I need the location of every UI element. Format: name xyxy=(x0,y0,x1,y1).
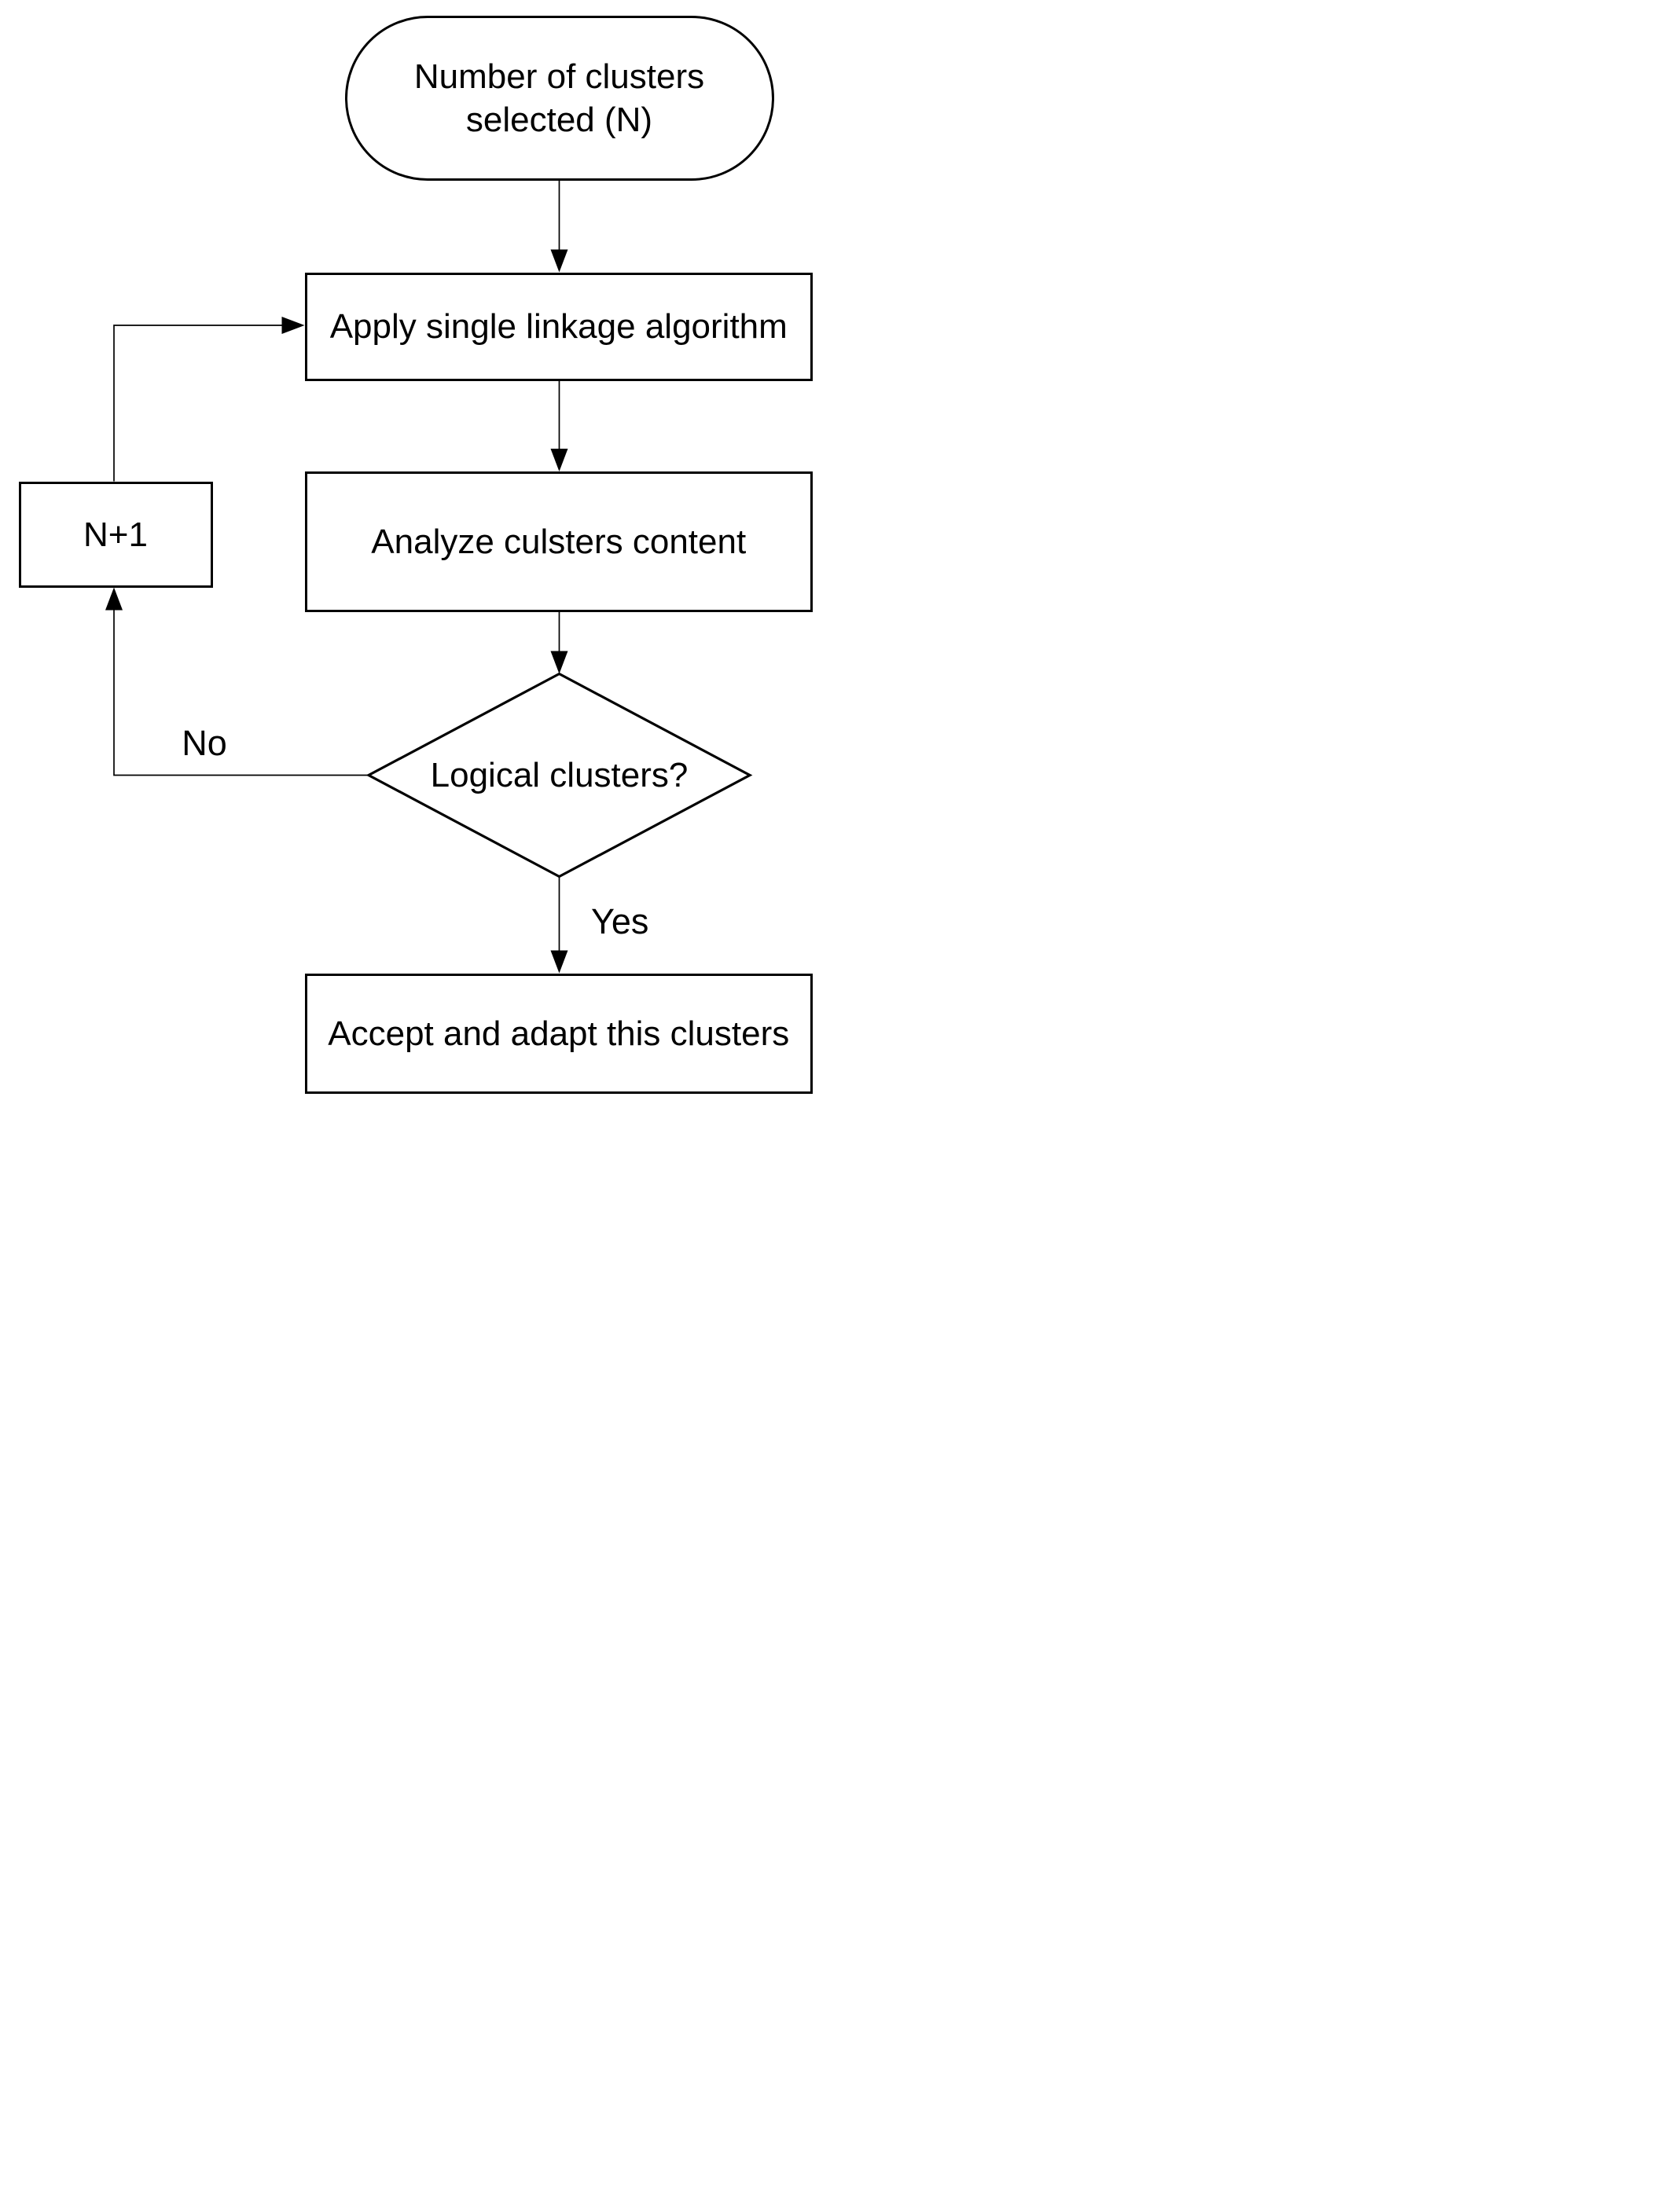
node-decision-label: Logical clusters? xyxy=(430,755,689,794)
node-accept-label: Accept and adapt this clusters xyxy=(328,1014,790,1053)
node-apply-single-linkage: Apply single linkage algorithm xyxy=(304,272,813,381)
edge-start-to-apply xyxy=(550,181,568,273)
arrowhead-down-icon xyxy=(550,449,568,471)
arrowhead-down-icon xyxy=(550,651,568,674)
node-apply-label: Apply single linkage algorithm xyxy=(329,307,788,347)
flowchart-connectors xyxy=(105,181,753,974)
edge-decision-to-increment xyxy=(105,587,369,776)
node-start-terminator: Number of clusters selected (N) xyxy=(344,16,774,181)
node-analyze-label: Analyze culsters content xyxy=(371,522,747,561)
edge-decision-to-accept xyxy=(550,876,568,974)
node-analyze-clusters: Analyze culsters content xyxy=(304,471,813,612)
edge-label-no: No xyxy=(182,723,227,763)
edge-label-yes: Yes xyxy=(591,901,649,941)
arrowhead-down-icon xyxy=(550,249,568,273)
edge-increment-to-apply xyxy=(113,317,305,482)
edge-apply-to-analyze xyxy=(550,381,568,471)
node-increment-n: N+1 xyxy=(18,481,213,588)
node-increment-label: N+1 xyxy=(83,515,148,554)
arrowhead-right-icon xyxy=(281,317,305,334)
edge-analyze-to-decision xyxy=(550,611,568,674)
arrowhead-up-icon xyxy=(105,587,123,611)
node-accept-clusters: Accept and adapt this clusters xyxy=(304,973,813,1094)
flowchart-canvas: Number of clusters selected (N) Apply si… xyxy=(0,0,830,1106)
node-start-label: Number of clusters selected (N) xyxy=(413,57,705,139)
arrowhead-down-icon xyxy=(550,950,568,974)
